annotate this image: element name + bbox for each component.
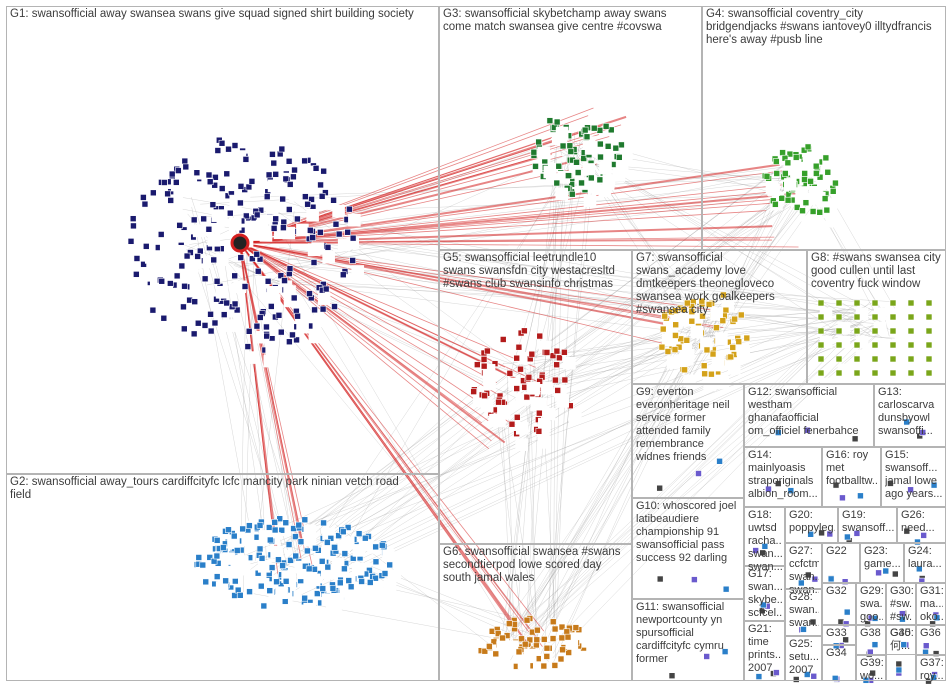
group-panel-g15: G15: swansoff... jamal lowe ago years... [881,447,946,507]
group-label-g23: G23: game... [864,545,901,571]
group-label-g16: G16: roy met footballtw... [826,449,878,488]
group-panel-g40: G40 [886,625,916,655]
group-label-g30: G30: #sw... #sw... [890,585,913,624]
group-panel-g12: G12: swansofficial westham ghanafaoffici… [744,384,874,447]
group-label-g3: G3: swansofficial skybetchamp away swans… [443,8,699,34]
group-label-g8: G8: #swans swansea city good cullen unti… [811,252,943,291]
group-label-g2: G2: swansofficial away_tours cardiffcity… [10,476,436,502]
group-label-g19: G19: swansoff... [842,509,894,535]
group-panel-g26: G26: need... [897,507,946,543]
group-label-g15: G15: swansoff... jamal lowe ago years... [885,449,943,501]
group-panel-g10: G10: whoscored joel latibeaudiere champi… [632,498,744,599]
group-label-g21: G21: time prints... 2007 [748,623,782,675]
group-panel-g9: G9: everton everonheritage neil service … [632,384,744,498]
group-panel-g3: G3: swansofficial skybetchamp away swans… [439,6,702,250]
group-label-g1: G1: swansofficial away swansea swans giv… [10,8,436,21]
group-panel-g8: G8: #swans swansea city good cullen unti… [807,250,946,384]
group-panel-g38: G38 [856,625,886,655]
group-panel-g32: G32 [822,583,856,625]
group-label-g6: G6: swansofficial swansea #swans secondt… [443,546,629,585]
group-panel-g2: G2: swansofficial away_tours cardiffcity… [6,474,439,681]
group-panel-g16: G16: roy met footballtw... [822,447,881,507]
group-label-g26: G26: need... [901,509,943,535]
group-panel-g39: G39: wo... [856,655,886,681]
group-panel-g31: G31: ma... oko... [916,583,946,625]
group-label-g11: G11: swansofficial newportcounty yn spur… [636,601,741,666]
group-label-g32: G32 [826,585,853,598]
group-label-g20: G20: poppyleg... [789,509,835,535]
group-label-g33: G33 [826,627,853,640]
group-panel-g28: G28: swan... swan... [785,589,822,636]
group-label-g5: G5: swansofficial leetrundle10 swans swa… [443,252,629,291]
group-panel-g34: G34 [822,645,856,681]
group-label-g10: G10: whoscored joel latibeaudiere champi… [636,500,741,565]
group-panel-g25: G25: setu... 2007 [785,636,822,681]
group-label-g24: G24: laura... [908,545,943,571]
group-label-g22: G22 [826,545,857,558]
group-panel-g18: G18: uwtsd racha... swan... swan... [744,507,785,566]
group-label-g36: G36 [920,627,943,640]
group-label-g14: G14: mainlyoasis straporiginals albion_r… [748,449,819,501]
group-label-g4: G4: swansofficial coventry_city bridgend… [706,8,943,47]
group-panel-g17: G17: swan... skybe... scfcel... [744,566,785,621]
group-panel-g13: G13: carloscarva dunsbyowl swansoffi... [874,384,946,447]
group-label-g25: G25: setu... 2007 [789,638,819,677]
group-panel-g11: G11: swansofficial newportcounty yn spur… [632,599,744,681]
group-panel-g33: G33 [822,625,856,645]
group-panel-g14: G14: mainlyoasis straporiginals albion_r… [744,447,822,507]
group-label-g31: G31: ma... oko... [920,585,943,624]
group-panel-g19: G19: swansoff... [838,507,897,543]
group-panel-g7: G7: swansofficial swans_academy love dmt… [632,250,807,384]
group-panel-g6: G6: swansofficial swansea #swans secondt… [439,544,632,681]
group-panel-g1: G1: swansofficial away swansea swans giv… [6,6,439,474]
group-label-g13: G13: carloscarva dunsbyowl swansoffi... [878,386,943,438]
group-label-g34: G34 [826,647,853,660]
group-label-g39: G39: wo... [860,657,883,683]
group-panel-g4: G4: swansofficial coventry_city bridgend… [702,6,946,250]
group-panel-g22: G22 [822,543,860,583]
group-label-g28: G28: swan... swan... [789,591,819,630]
group-label-g7: G7: swansofficial swans_academy love dmt… [636,252,804,317]
group-label-g12: G12: swansofficial westham ghanafaoffici… [748,386,871,438]
group-panel-g27: G27: ccfctm swan... swan... [785,543,822,589]
group-panel-g29: G29: swa... goo... [856,583,886,625]
group-panel-g24: G24: laura... [904,543,946,583]
group-panel-g5: G5: swansofficial leetrundle10 swans swa… [439,250,632,544]
group-label-g18: G18: uwtsd racha... swan... swan... [748,509,782,574]
group-panel-g20: G20: poppyleg... [785,507,838,543]
group-panel-g23: G23: game... [860,543,904,583]
group-label-g37: G37: roy... [920,657,943,683]
group-panel-g30: G30: #sw... #sw... [886,583,916,625]
group-label-g38: G38 [860,627,883,640]
group-label-g29: G29: swa... goo... [860,585,883,624]
group-panel-g37: G37: roy... [916,655,946,681]
group-label-g40: G40 [890,627,913,640]
group-label-g9: G9: everton everonheritage neil service … [636,386,741,464]
group-label-g17: G17: swan... skybe... scfcel... [748,568,782,620]
group-panel-g36: G36 [916,625,946,655]
group-panel-g21: G21: time prints... 2007 [744,621,785,681]
